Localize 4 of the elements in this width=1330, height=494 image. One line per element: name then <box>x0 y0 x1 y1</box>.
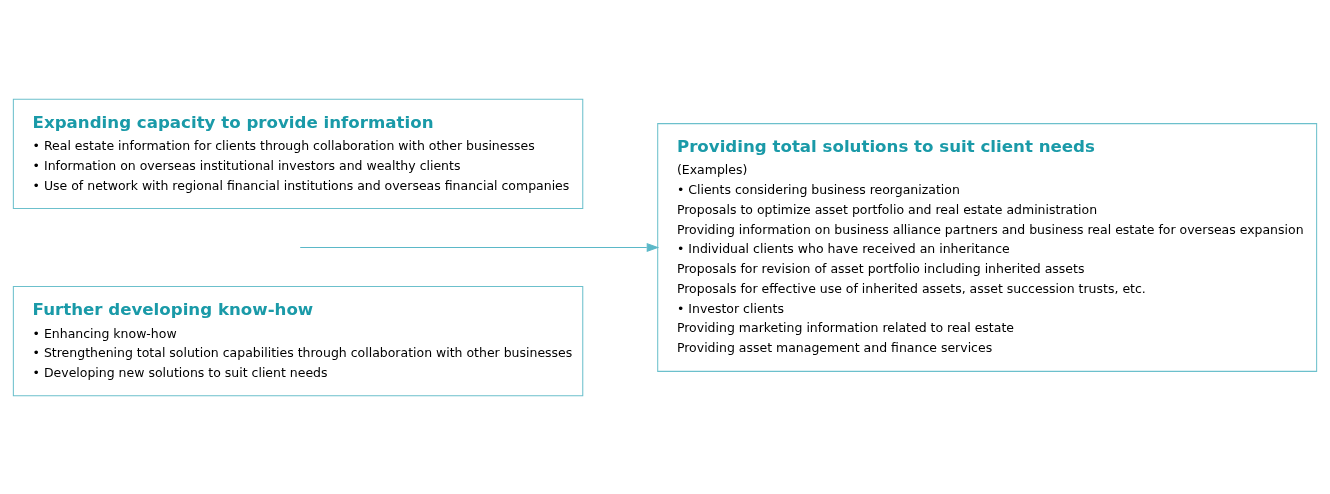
node-box: Expanding capacity to provide information • Real estate information for clients through collaboration with other businesses • Information on overseas institutional investors and wealthy clients • Use of network with regional financial institutions and overseas financial companies <box>12 98 584 209</box>
node-box: Further developing know-how • Enhancing know-how • Strengthening total solution capabilities through collaboration with other businesses • Developing new solutions to suit client needs <box>12 285 584 396</box>
arrow <box>299 242 660 252</box>
node-box: Providing total solutions to suit client needs (Examples) • Clients considering business reorganization Proposals to optimize asset portfolio and real estate administration Providing information on business alliance partners and business real estate for overseas expansion • Individual clients who have received an inheritance Proposals for revision of asset portfolio including inherited assets Proposals for effective use of inherited assets, asset succession trusts, etc. • Investor clients Providing marketing information related to real estate Providing asset management and finance services <box>657 122 1318 372</box>
